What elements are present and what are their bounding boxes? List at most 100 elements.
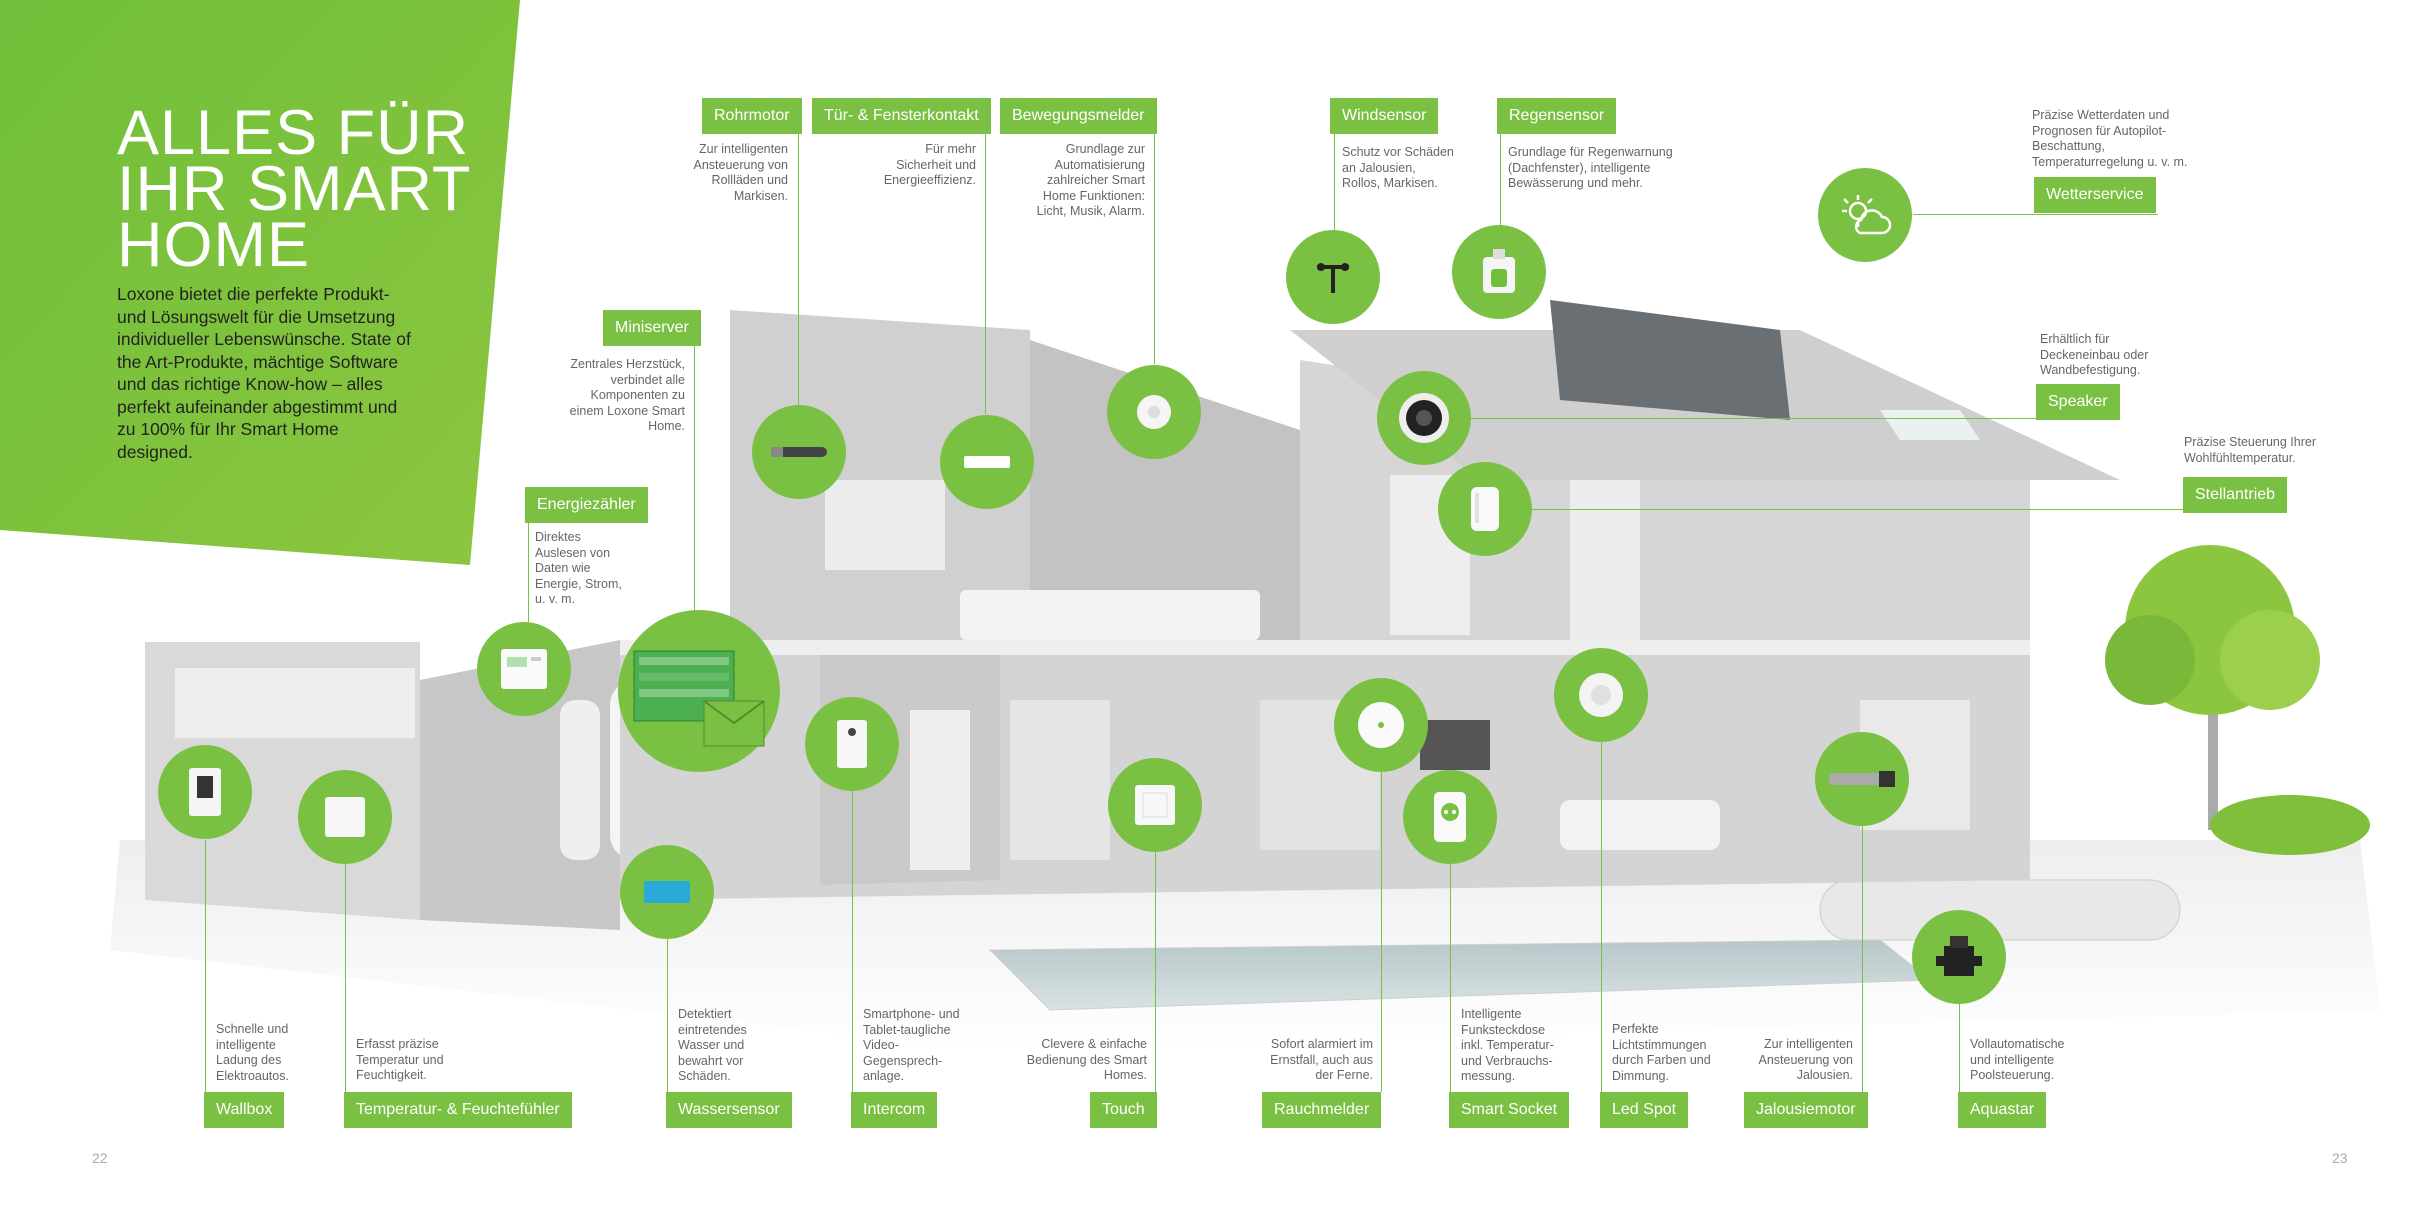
desc-bewegungsmelder: Grundlage zur Automatisierung zahlreiche… (1036, 142, 1145, 218)
bed (960, 590, 1260, 640)
tag-intercom: Intercom (851, 1092, 938, 1128)
miniserver-icon (633, 650, 765, 747)
desc-wallbox: Schnelle und intelligente Ladung des Ele… (216, 1022, 289, 1083)
tag-smart-socket: Smart Socket (1449, 1092, 1570, 1128)
intercom-badge (805, 697, 899, 791)
tag-rauchmelder: Rauchmelder (1262, 1092, 1382, 1128)
tube-motor-icon (771, 447, 827, 457)
temperatur-badge (298, 770, 392, 864)
rauch-badge (1334, 678, 1428, 772)
temperature-sensor-icon (325, 797, 365, 837)
led-spot-icon (1579, 673, 1623, 717)
desc-led-spot: Perfekte Lichtstimmungen durch Farben un… (1612, 1022, 1711, 1083)
desc-aquastar: Vollautomatische und intelligente Poolst… (1970, 1037, 2065, 1082)
sofa (1560, 800, 1720, 850)
door-window-contact-icon (964, 456, 1010, 468)
tv (1420, 720, 1490, 770)
aquastar-badge (1912, 910, 2006, 1004)
desc-intercom: Smartphone- und Tablet-taugliche Video-G… (863, 1007, 960, 1083)
boiler (560, 700, 600, 860)
tag-wallbox: Wallbox (204, 1092, 285, 1128)
wetter-badge (1818, 168, 1912, 262)
upper-window (825, 480, 945, 570)
hedge (2210, 795, 2370, 855)
tag-miniserver: Miniserver (603, 310, 701, 346)
desc-windsensor: Schutz vor Schäden an Jalousien, Rollos,… (1342, 145, 1454, 190)
page-title: ALLES FÜR IHR SMART HOME (117, 98, 472, 280)
page-number-left: 22 (92, 1150, 108, 1166)
tag-regensensor: Regensensor (1497, 98, 1617, 134)
stellantrieb-badge (1438, 462, 1532, 556)
hero-green-panel (0, 0, 520, 565)
desc-speaker: Erhältlich für Deckeneinbau oder Wandbef… (2040, 332, 2149, 377)
tag-aquastar: Aquastar (1958, 1092, 2047, 1128)
motion-sensor-icon (1137, 395, 1171, 429)
pool-cover-roll (1819, 879, 2181, 941)
floor-slab (620, 640, 2030, 655)
roof-window (1880, 410, 1980, 440)
touch-badge (1108, 758, 1202, 852)
desc-regensensor: Grundlage für Regenwarnung (Dachfenster)… (1508, 145, 1673, 190)
tag-energiezaehler: Energiezähler (525, 487, 648, 523)
page-number-right: 23 (2332, 1150, 2348, 1166)
speaker-badge (1377, 371, 1471, 465)
tag-wetterservice: Wetterservice (2034, 177, 2156, 213)
desc-touch: Clevere & einfache Bedienung des Smart H… (1026, 1037, 1147, 1082)
tag-touch: Touch (1090, 1092, 1157, 1128)
valve-actuator-icon (1471, 487, 1499, 531)
tag-temperatur: Temperatur- & Feuchtefühler (344, 1092, 572, 1128)
regen-badge (1452, 225, 1546, 319)
tag-stellantrieb: Stellantrieb (2183, 477, 2288, 513)
bewegung-badge (1107, 365, 1201, 459)
led-badge (1554, 648, 1648, 742)
desc-stellantrieb: Präzise Steuerung Ihrer Wohlfühltemperat… (2184, 435, 2317, 465)
kitchen-cabinets (1010, 700, 1110, 860)
desc-wassersensor: Detektiert eintretendes Wasser und bewah… (678, 1007, 747, 1083)
tree-trunk (2208, 690, 2218, 830)
tag-tuer-fensterkontakt: Tür- & Fensterkontakt (812, 98, 991, 134)
tag-speaker: Speaker (2036, 384, 2120, 420)
garage-door (175, 668, 415, 738)
desc-tuer-fensterkontakt: Für mehr Sicherheit und Energieeffizienz… (883, 142, 976, 187)
tag-bewegungsmelder: Bewegungsmelder (1000, 98, 1157, 134)
desc-temperatur: Erfasst präzise Temperatur und Feuchtigk… (356, 1037, 444, 1082)
speaker-icon (1399, 393, 1449, 443)
tag-rohrmotor: Rohrmotor (702, 98, 802, 134)
desc-energiezaehler: Direktes Auslesen von Daten wie Energie,… (535, 530, 622, 606)
jalousie-badge (1815, 732, 1909, 826)
wallbox-icon (189, 768, 221, 816)
energie-badge (477, 622, 571, 716)
water-sensor-icon (644, 881, 690, 903)
bedroom-wall (1030, 340, 1300, 640)
smart-socket-icon (1434, 792, 1466, 842)
rain-sensor-icon (1483, 249, 1515, 293)
tag-led-spot: Led Spot (1600, 1092, 1689, 1128)
wallbox-badge (158, 745, 252, 839)
energy-meter-icon (501, 649, 547, 689)
front-door (910, 710, 970, 870)
wind-badge (1286, 230, 1380, 324)
upper-left-wall (730, 310, 1030, 640)
desc-rauchmelder: Sofort alarmiert im Ernstfall, auch aus … (1270, 1037, 1373, 1082)
wind-sensor-icon (1317, 263, 1349, 293)
desc-jalousiemotor: Zur intelligenten Ansteuerung von Jalous… (1758, 1037, 1853, 1082)
desc-rohrmotor: Zur intelligenten Ansteuerung von Rolllä… (693, 142, 788, 203)
blind-motor-icon (1829, 771, 1895, 787)
desc-wetterservice: Präzise Wetterdaten und Prognosen für Au… (2032, 108, 2188, 169)
wasser-badge (620, 845, 714, 939)
tag-windsensor: Windsensor (1330, 98, 1439, 134)
intro-text: Loxone bietet die perfekte Produkt- und … (117, 284, 411, 462)
intercom-icon (837, 720, 867, 768)
miniserver-badge (618, 610, 780, 772)
pool-valve-icon (1936, 936, 1982, 976)
hero: ALLES FÜR IHR SMART HOME Loxone bietet d… (0, 0, 520, 565)
tuer-badge (940, 415, 1034, 509)
tag-jalousiemotor: Jalousiemotor (1744, 1092, 1868, 1128)
socket-badge (1403, 770, 1497, 864)
smoke-detector-icon (1358, 702, 1404, 748)
solar-panel (1550, 300, 1790, 420)
touch-switch-icon (1135, 785, 1175, 825)
weather-service-icon (1842, 195, 1892, 235)
desc-miniserver: Zentrales Herzstück, verbindet alle Komp… (569, 357, 685, 433)
